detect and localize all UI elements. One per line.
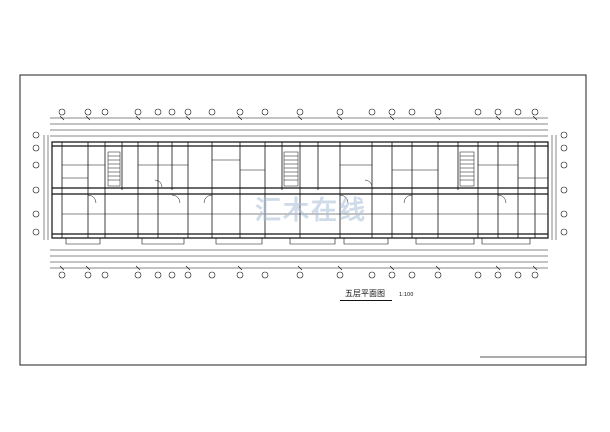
drawing-frame xyxy=(19,74,587,366)
door-swings xyxy=(87,179,507,204)
top-axis-bubbles xyxy=(58,108,539,116)
drawing-scale: 1:100 xyxy=(399,292,414,298)
dimension-ticks xyxy=(59,115,538,271)
bottom-axis-bubbles xyxy=(58,271,539,279)
watermark-text: 汇木在线 xyxy=(255,196,368,226)
staircase-center xyxy=(283,151,299,187)
room-partitions xyxy=(62,159,548,215)
top-dimension-lines xyxy=(50,117,548,137)
staircase-right xyxy=(459,151,475,187)
bottom-dimension-lines xyxy=(50,249,548,269)
right-axis-bubbles xyxy=(560,131,568,236)
drawing-title: 五层平面图 xyxy=(345,289,385,298)
title-underline xyxy=(340,300,392,301)
interior-walls xyxy=(61,142,536,238)
staircase-left xyxy=(107,151,121,187)
side-dimension-lines xyxy=(43,135,557,240)
balconies xyxy=(65,238,531,245)
left-axis-bubbles xyxy=(32,131,40,236)
